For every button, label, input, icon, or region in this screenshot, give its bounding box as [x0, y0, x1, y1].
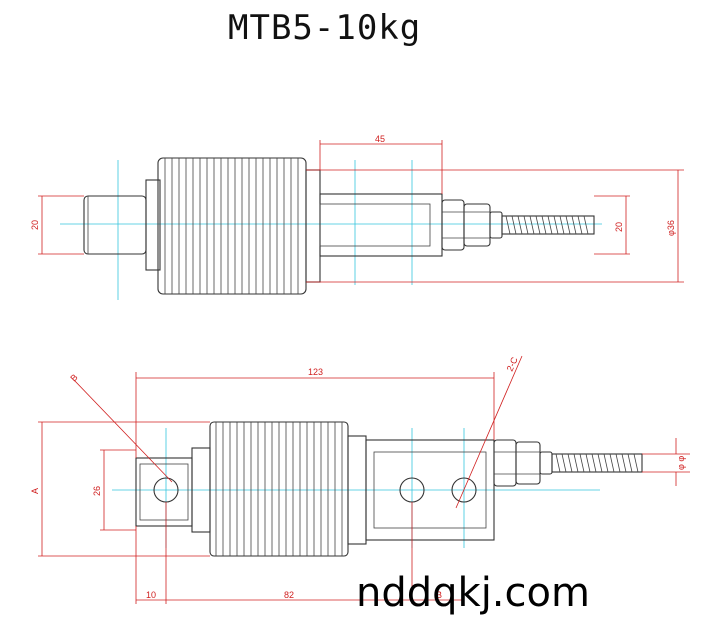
- bottom-leader-b-label: B: [68, 372, 79, 383]
- top-cable: [501, 215, 595, 235]
- bottom-leader-2c: [455, 355, 523, 509]
- top-dim-45: [319, 140, 443, 194]
- top-dim-phi36-label: φ36: [666, 220, 676, 236]
- diagram-title: MTB5-10kg: [228, 8, 422, 48]
- top-body: [319, 193, 443, 257]
- top-dim-20-left: [38, 195, 84, 255]
- top-bellows: [157, 157, 307, 295]
- top-dim-20-right-label: 20: [614, 222, 624, 232]
- bottom-dim-123-label: 123: [308, 367, 323, 377]
- bottom-hole-right: [451, 477, 477, 503]
- top-left-flange: [145, 179, 161, 271]
- bottom-dim-b-label: B: [436, 590, 442, 600]
- bottom-leader-2c-label: 2-C: [505, 355, 520, 373]
- bottom-left-block: [135, 457, 193, 527]
- bottom-dim-26: [100, 449, 136, 531]
- bottom-dim-cable: [642, 438, 690, 486]
- bottom-dim-baseline: [135, 502, 464, 604]
- top-left-stub: [83, 195, 147, 255]
- top-cable-gland: [441, 199, 503, 251]
- bottom-leader-b: [73, 379, 173, 483]
- bottom-dim-123: [135, 372, 495, 458]
- bottom-dim-26-label: 26: [92, 486, 102, 496]
- top-dim-phi36: [306, 169, 684, 283]
- bottom-body: [365, 439, 495, 541]
- top-view: 20 45 20 φ36: [30, 134, 684, 300]
- bottom-dim-a: [38, 421, 210, 557]
- bottom-cable: [551, 453, 643, 473]
- top-dim-20-right: [594, 195, 630, 255]
- bottom-dim-82-label: 82: [284, 590, 294, 600]
- bottom-dim-cable-label: φ φ: [676, 456, 686, 470]
- bottom-dim-10-label: 10: [146, 590, 156, 600]
- bottom-view: 123 B 2-C A 26 10 82: [30, 355, 690, 604]
- bottom-dim-a-label: A: [30, 488, 40, 494]
- top-dim-20-left-label: 20: [30, 220, 40, 230]
- bottom-bellows: [209, 421, 349, 557]
- bottom-cable-gland: [493, 439, 553, 487]
- top-right-flange: [305, 169, 321, 283]
- top-dim-45-label: 45: [375, 134, 385, 144]
- watermark-text: nddqkj.com: [356, 570, 590, 616]
